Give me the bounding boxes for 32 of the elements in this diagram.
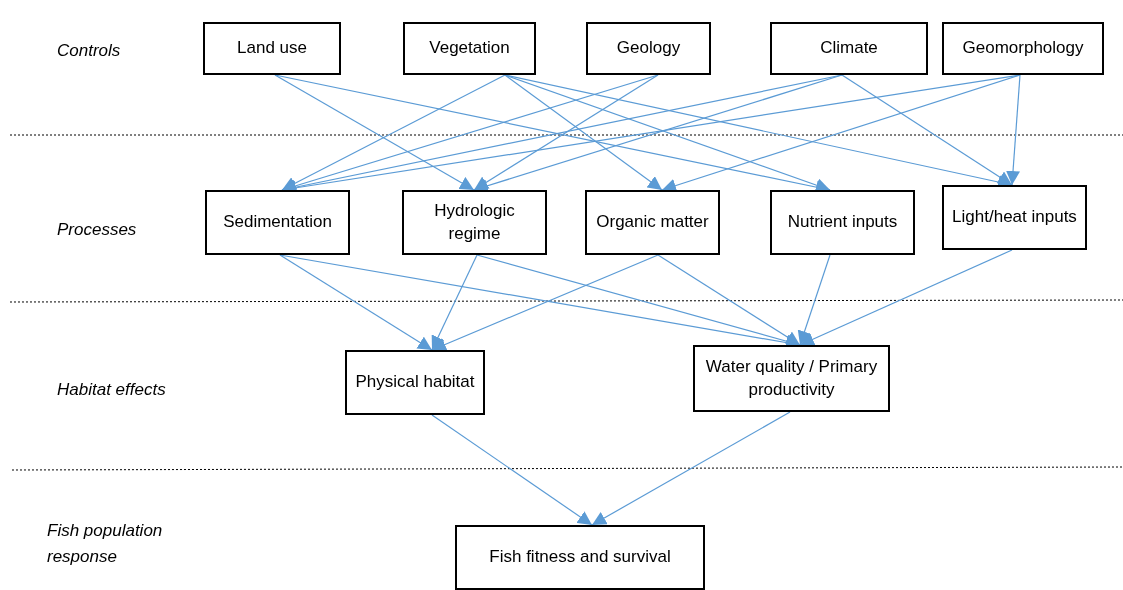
arrow <box>797 254 831 346</box>
arrow <box>661 74 1021 193</box>
arrow <box>279 254 433 351</box>
row-label: Fish population response <box>47 520 164 568</box>
process-box: Vegetation <box>403 22 536 75</box>
process-box: Water quality / Primary productivity <box>693 345 890 412</box>
row-label: Controls <box>57 40 122 62</box>
process-box: Nutrient inputs <box>770 190 915 255</box>
process-box: Climate <box>770 22 928 75</box>
arrow <box>1006 74 1021 186</box>
process-box: Geology <box>586 22 711 75</box>
arrow <box>841 74 1013 186</box>
arrow <box>281 74 506 191</box>
process-box: Sedimentation <box>205 190 350 255</box>
process-box: Geomorphology <box>942 22 1104 75</box>
arrow <box>431 254 478 351</box>
arrow <box>657 254 801 346</box>
process-box: Hydrologic regime <box>402 190 547 255</box>
process-box: Light/heat inputs <box>942 185 1087 250</box>
arrow <box>504 74 663 191</box>
process-box: Fish fitness and survival <box>455 525 705 590</box>
process-box: Land use <box>203 22 341 75</box>
arrow <box>431 414 593 526</box>
process-box: Physical habitat <box>345 350 485 415</box>
row-label: Habitat effects <box>57 379 167 401</box>
arrow <box>274 74 475 191</box>
arrow <box>591 411 791 526</box>
arrow <box>799 249 1013 346</box>
process-box: Organic matter <box>585 190 720 255</box>
row-label: Processes <box>57 219 138 241</box>
arrow <box>431 254 659 352</box>
arrow <box>473 74 659 191</box>
